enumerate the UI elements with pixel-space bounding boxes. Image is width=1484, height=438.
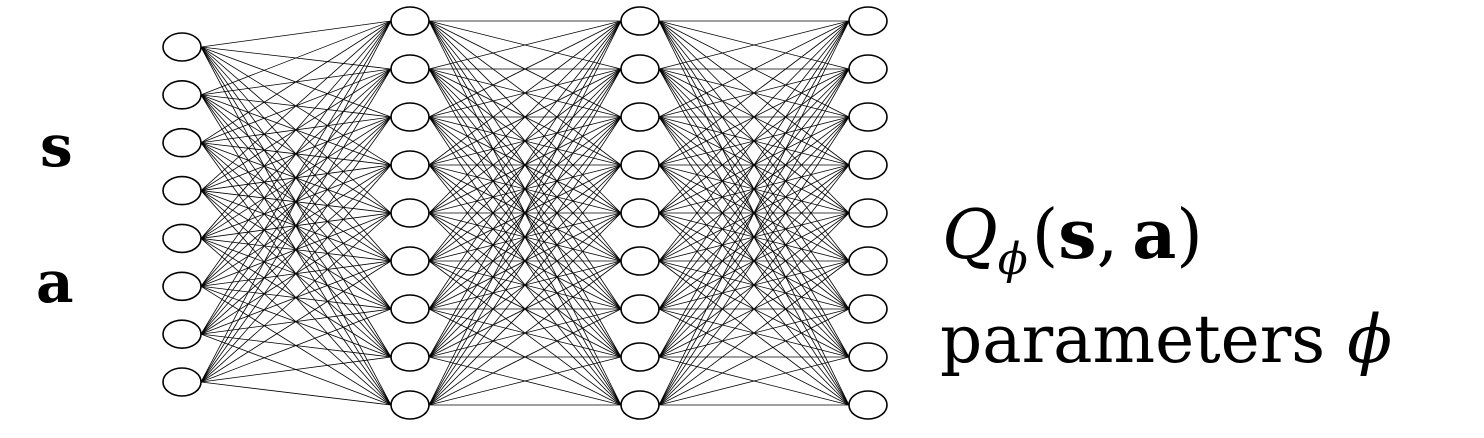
- connection-l0-n2-to-n0: [200, 20, 392, 144]
- connection-l2-n8-to-n1: [658, 68, 850, 406]
- connection-l1-n5-to-n0: [428, 20, 622, 262]
- neuron-layer1-1: [390, 54, 430, 84]
- connection-l2-n8-to-n7: [658, 356, 850, 406]
- neuron-layer0-2: [162, 127, 202, 158]
- connection-l1-n4-to-n0: [428, 20, 622, 214]
- neuron-layer0-4: [162, 223, 202, 254]
- q-subscript: ϕ: [998, 234, 1028, 285]
- q-open-paren: (: [1032, 196, 1059, 275]
- q-function-label: Qϕ(s,a): [942, 195, 1203, 285]
- connection-l2-n1-to-n0: [658, 20, 850, 70]
- neuron-layer1-2: [390, 102, 430, 132]
- neuron-layer2-7: [620, 342, 660, 372]
- neuron-layer2-4: [620, 198, 660, 228]
- connection-l2-n8-to-n5: [658, 260, 850, 406]
- connection-l0-n7-to-n6: [200, 308, 392, 383]
- connection-l0-n5-to-n0: [200, 20, 392, 287]
- connection-l0-n7-to-n5: [200, 260, 392, 383]
- connection-l2-n6-to-n0: [658, 20, 850, 310]
- neuron-layer2-3: [620, 150, 660, 180]
- q-arg-a: a: [1132, 195, 1176, 275]
- neuron-layer3-1: [848, 54, 888, 84]
- parameters-word: parameters: [940, 301, 1325, 378]
- connection-l2-n3-to-n0: [658, 20, 850, 166]
- neuron-layer0-6: [162, 319, 202, 349]
- neuron-layer1-5: [390, 246, 430, 276]
- connection-l2-n2-to-n0: [658, 20, 850, 118]
- connection-l0-n0-to-n0: [200, 20, 392, 48]
- connection-l1-n3-to-n0: [428, 20, 622, 166]
- connection-l2-n8-to-n2: [658, 116, 850, 406]
- input-a-label: a: [36, 248, 74, 316]
- connection-l2-n8-to-n0: [658, 20, 850, 406]
- q-close-paren: ): [1176, 196, 1203, 275]
- q-symbol: Q: [942, 196, 998, 275]
- connection-l2-n8-to-n3: [658, 164, 850, 406]
- connection-l0-n7-to-n1: [200, 68, 392, 383]
- network-neurons: [162, 6, 888, 420]
- neuron-layer3-7: [848, 342, 888, 372]
- neuron-layer1-3: [390, 150, 430, 180]
- neuron-layer2-0: [620, 6, 660, 36]
- neuron-layer3-8: [848, 390, 888, 420]
- neuron-layer2-8: [620, 390, 660, 420]
- parameters-symbol: ϕ: [1347, 301, 1392, 378]
- parameters-label: parameters ϕ: [940, 301, 1392, 378]
- q-comma: ,: [1097, 196, 1119, 275]
- neuron-layer0-1: [162, 80, 202, 110]
- connection-l0-n7-to-n7: [200, 356, 392, 383]
- neuron-layer3-0: [848, 6, 888, 36]
- neuron-layer1-8: [390, 390, 430, 420]
- neuron-layer1-7: [390, 342, 430, 372]
- connection-l0-n4-to-n0: [200, 20, 392, 239]
- connection-l1-n8-to-n5: [428, 260, 622, 406]
- connection-l1-n7-to-n0: [428, 20, 622, 358]
- neuron-layer0-3: [162, 175, 202, 206]
- neuron-layer1-0: [390, 6, 430, 36]
- connection-l0-n7-to-n8: [200, 381, 392, 406]
- connection-l1-n8-to-n4: [428, 212, 622, 406]
- neuron-layer3-5: [848, 246, 888, 276]
- neuron-layer3-2: [848, 102, 888, 132]
- neuron-layer3-6: [848, 294, 888, 324]
- neuron-layer0-0: [162, 32, 202, 62]
- neuron-layer3-3: [848, 150, 888, 180]
- neuron-layer0-5: [162, 271, 202, 302]
- connection-l0-n7-to-n4: [200, 212, 392, 383]
- connection-l0-n7-to-n2: [200, 116, 392, 383]
- connection-l1-n2-to-n0: [428, 20, 622, 118]
- neuron-layer2-2: [620, 102, 660, 132]
- connection-l2-n8-to-n6: [658, 308, 850, 406]
- connection-l0-n6-to-n0: [200, 20, 392, 335]
- connection-l0-n1-to-n0: [200, 20, 392, 96]
- connection-l1-n1-to-n0: [428, 20, 622, 70]
- connection-l1-n8-to-n1: [428, 68, 622, 406]
- neuron-layer2-1: [620, 54, 660, 84]
- neuron-layer1-6: [390, 294, 430, 324]
- neuron-layer1-4: [390, 198, 430, 228]
- input-s-label: s: [40, 112, 73, 180]
- connection-l2-n8-to-n4: [658, 212, 850, 406]
- connection-l2-n7-to-n0: [658, 20, 850, 358]
- neural-network: [162, 6, 888, 420]
- connection-l1-n8-to-n3: [428, 164, 622, 406]
- connection-l0-n3-to-n0: [200, 20, 392, 191]
- neuron-layer2-5: [620, 246, 660, 276]
- neuron-layer2-6: [620, 294, 660, 324]
- connection-l2-n5-to-n0: [658, 20, 850, 262]
- connection-l1-n6-to-n0: [428, 20, 622, 310]
- connection-l1-n8-to-n6: [428, 308, 622, 406]
- neuron-layer3-4: [848, 198, 888, 228]
- connection-l1-n8-to-n0: [428, 20, 622, 406]
- connection-l0-n7-to-n3: [200, 164, 392, 383]
- connection-l1-n8-to-n2: [428, 116, 622, 406]
- network-connections: [200, 20, 850, 406]
- connection-l1-n8-to-n7: [428, 356, 622, 406]
- connection-l0-n7-to-n0: [200, 20, 392, 383]
- connection-l2-n4-to-n0: [658, 20, 850, 214]
- q-arg-s: s: [1058, 195, 1096, 275]
- neuron-layer0-7: [162, 367, 202, 397]
